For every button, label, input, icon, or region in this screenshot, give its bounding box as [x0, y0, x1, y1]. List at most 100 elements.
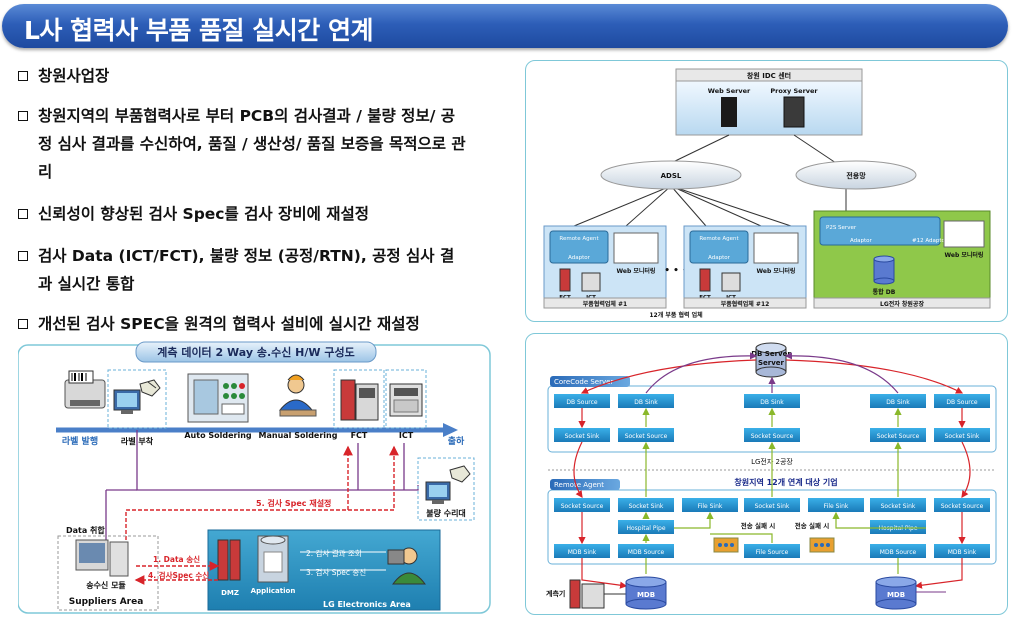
gauge-machine-icon — [569, 579, 605, 609]
ict-machine-icon — [581, 272, 601, 292]
network-diagram-svg: 창원 IDC 센터 Web Server Proxy Server ADSL 전… — [543, 68, 991, 319]
bullet-item: 신뢰성이 향상된 검사 Spec를 검사 장비에 재설정 — [18, 200, 369, 228]
monitor-screen — [943, 220, 985, 248]
block-label: File Sink — [824, 503, 849, 510]
block-label: Socket Sink — [629, 503, 664, 510]
station-label: Auto Soldering — [184, 431, 252, 440]
spec-reset-label: 5. 검사 Spec 재설정 — [256, 498, 331, 508]
monitor-screen — [613, 232, 659, 264]
block-label: Socket Source — [877, 433, 920, 440]
bullet-text: 검사 Data (ICT/FCT), 불량 정보 (공정/RTN), 공정 심사… — [38, 247, 455, 293]
block-label: Hospital Pipe — [626, 525, 665, 532]
monitor-screen — [753, 232, 799, 264]
defect-repair-label: 불량 수리대 — [426, 508, 466, 518]
dmz-label: DMZ — [221, 589, 239, 597]
bullet-item: 창원사업장 — [18, 62, 109, 90]
db-server-icon — [755, 342, 787, 378]
adsl-cloud — [600, 160, 742, 190]
mdb-database-icon — [625, 576, 667, 610]
checkbox-icon — [18, 209, 28, 219]
block-label: MDB Sink — [948, 549, 977, 556]
transfer-fail-label: 전송 실패 시 — [795, 521, 829, 530]
web-monitoring-label: Web 모니터링 — [757, 267, 796, 275]
remote-agent-label: Remote Agent — [559, 236, 599, 242]
mdb-database-icon — [875, 576, 917, 610]
dedicated-label: 전용망 — [846, 171, 866, 180]
station-label: 라벨 발행 — [62, 435, 98, 447]
server-icon — [721, 97, 737, 127]
idc-center — [675, 80, 863, 136]
application-server-icon — [257, 535, 289, 583]
proxy-server-label: Proxy Server — [770, 87, 818, 95]
block-label: Socket Source — [561, 503, 604, 510]
block-label: Socket Sink — [945, 433, 980, 440]
block-label: DB Sink — [886, 399, 910, 406]
station-label: 출하 — [448, 435, 465, 447]
fct-machine-icon — [559, 268, 571, 292]
partner-label: 부품협력업체 #12 — [721, 300, 770, 308]
checkbox-icon — [18, 111, 28, 121]
ellipsis: • • • — [664, 266, 688, 276]
computer-icon — [113, 389, 141, 414]
file-stack-icon — [713, 537, 739, 553]
gauge-label: 계측기 — [546, 589, 565, 598]
block-label: Socket Source — [941, 503, 984, 510]
checkbox-icon — [18, 251, 28, 261]
bullet-text: 창원사업장 — [38, 67, 110, 85]
block-label: Socket Sink — [881, 503, 916, 510]
mdb-label: MDB — [887, 591, 905, 599]
block-label: DB Source — [566, 399, 598, 406]
web-monitoring-label: Web 모니터링 — [617, 267, 656, 275]
adaptor-label: Adaptor — [708, 255, 731, 261]
block-label: Socket Source — [625, 433, 668, 440]
computer-icon — [425, 481, 451, 504]
checkbox-icon — [18, 319, 28, 329]
hw-diagram: 계측 데이터 2 Way 송.수신 H/W 구성도 라벨 발행 라벨 부착 Au… — [17, 340, 493, 615]
operator-icon — [387, 547, 426, 585]
pc-tower-icon — [75, 539, 129, 577]
worker-icon — [278, 374, 317, 417]
station-label: FCT — [351, 431, 368, 440]
target-label: 창원지역 12개 연계 대상 기업 — [734, 477, 837, 487]
transfer-fail-label: 전송 실패 시 — [741, 521, 775, 530]
web-server-label: Web Server — [708, 87, 751, 95]
ict-machine-icon — [389, 383, 423, 417]
integrated-db-label: 통합 DB — [873, 288, 896, 296]
network-diagram: 창원 IDC 센터 Web Server Proxy Server ADSL 전… — [525, 60, 1008, 322]
block-label: DB Source — [946, 399, 978, 406]
bullet-text: 창원지역의 부품협력사로 부터 PCB의 검사결과 / 불량 정보/ 공정 심사… — [38, 107, 466, 181]
adaptor-label: Adaptor — [568, 255, 591, 261]
lg-factory-label: LG전자 창원공장 — [880, 300, 924, 308]
block-label: MDB Sink — [568, 549, 597, 556]
bullet-item: 검사 Data (ICT/FCT), 불량 정보 (공정/RTN), 공정 심사… — [18, 242, 458, 298]
hand-icon — [449, 465, 471, 483]
spec-receive-label: 4. 검사Spec 수신 — [148, 570, 209, 580]
block-label: Socket Source — [751, 433, 794, 440]
database-icon — [873, 255, 895, 285]
remote-agent-label: Remote Agent — [554, 481, 604, 489]
block-label: File Source — [756, 549, 789, 556]
fct-machine-icon — [340, 379, 379, 421]
block-label: File Sink — [698, 503, 723, 510]
block-label: MDB Source — [628, 549, 665, 556]
banner-text: 계측 데이터 2 Way 송.수신 H/W 구성도 — [157, 345, 354, 359]
file-stack-icon — [809, 537, 835, 553]
block-label: DB Sink — [634, 399, 658, 406]
bullet-item: 개선된 검사 SPEC을 원격의 협력사 설비에 실시간 재설정 — [18, 310, 420, 338]
block-label: DB Sink — [760, 399, 784, 406]
diagram-banner — [135, 341, 377, 363]
page-title: L사 협력사 부품 품질 실시간 연계 — [24, 16, 373, 45]
fct-machine-icon — [699, 268, 711, 292]
corecode-label: CoreCode Server — [554, 378, 613, 386]
remote-agent-label: Remote Agent — [699, 236, 739, 242]
idc-label: 창원 IDC 센터 — [747, 71, 791, 80]
block-label: MDB Source — [880, 549, 917, 556]
block-label: Socket Sink — [565, 433, 600, 440]
adsl-label: ADSL — [661, 172, 682, 180]
partner-label: 부품협력업체 #1 — [583, 300, 627, 308]
bullet-item: 창원지역의 부품협력사로 부터 PCB의 검사결과 / 불량 정보/ 공정 심사… — [18, 102, 468, 186]
spec-send-label: 3. 검사 Spec 송신 — [306, 567, 366, 577]
checkbox-icon — [18, 71, 28, 81]
station-label: Manual Soldering — [259, 431, 338, 440]
bullet-text: 개선된 검사 SPEC을 원격의 협력사 설비에 실시간 재설정 — [38, 315, 420, 333]
